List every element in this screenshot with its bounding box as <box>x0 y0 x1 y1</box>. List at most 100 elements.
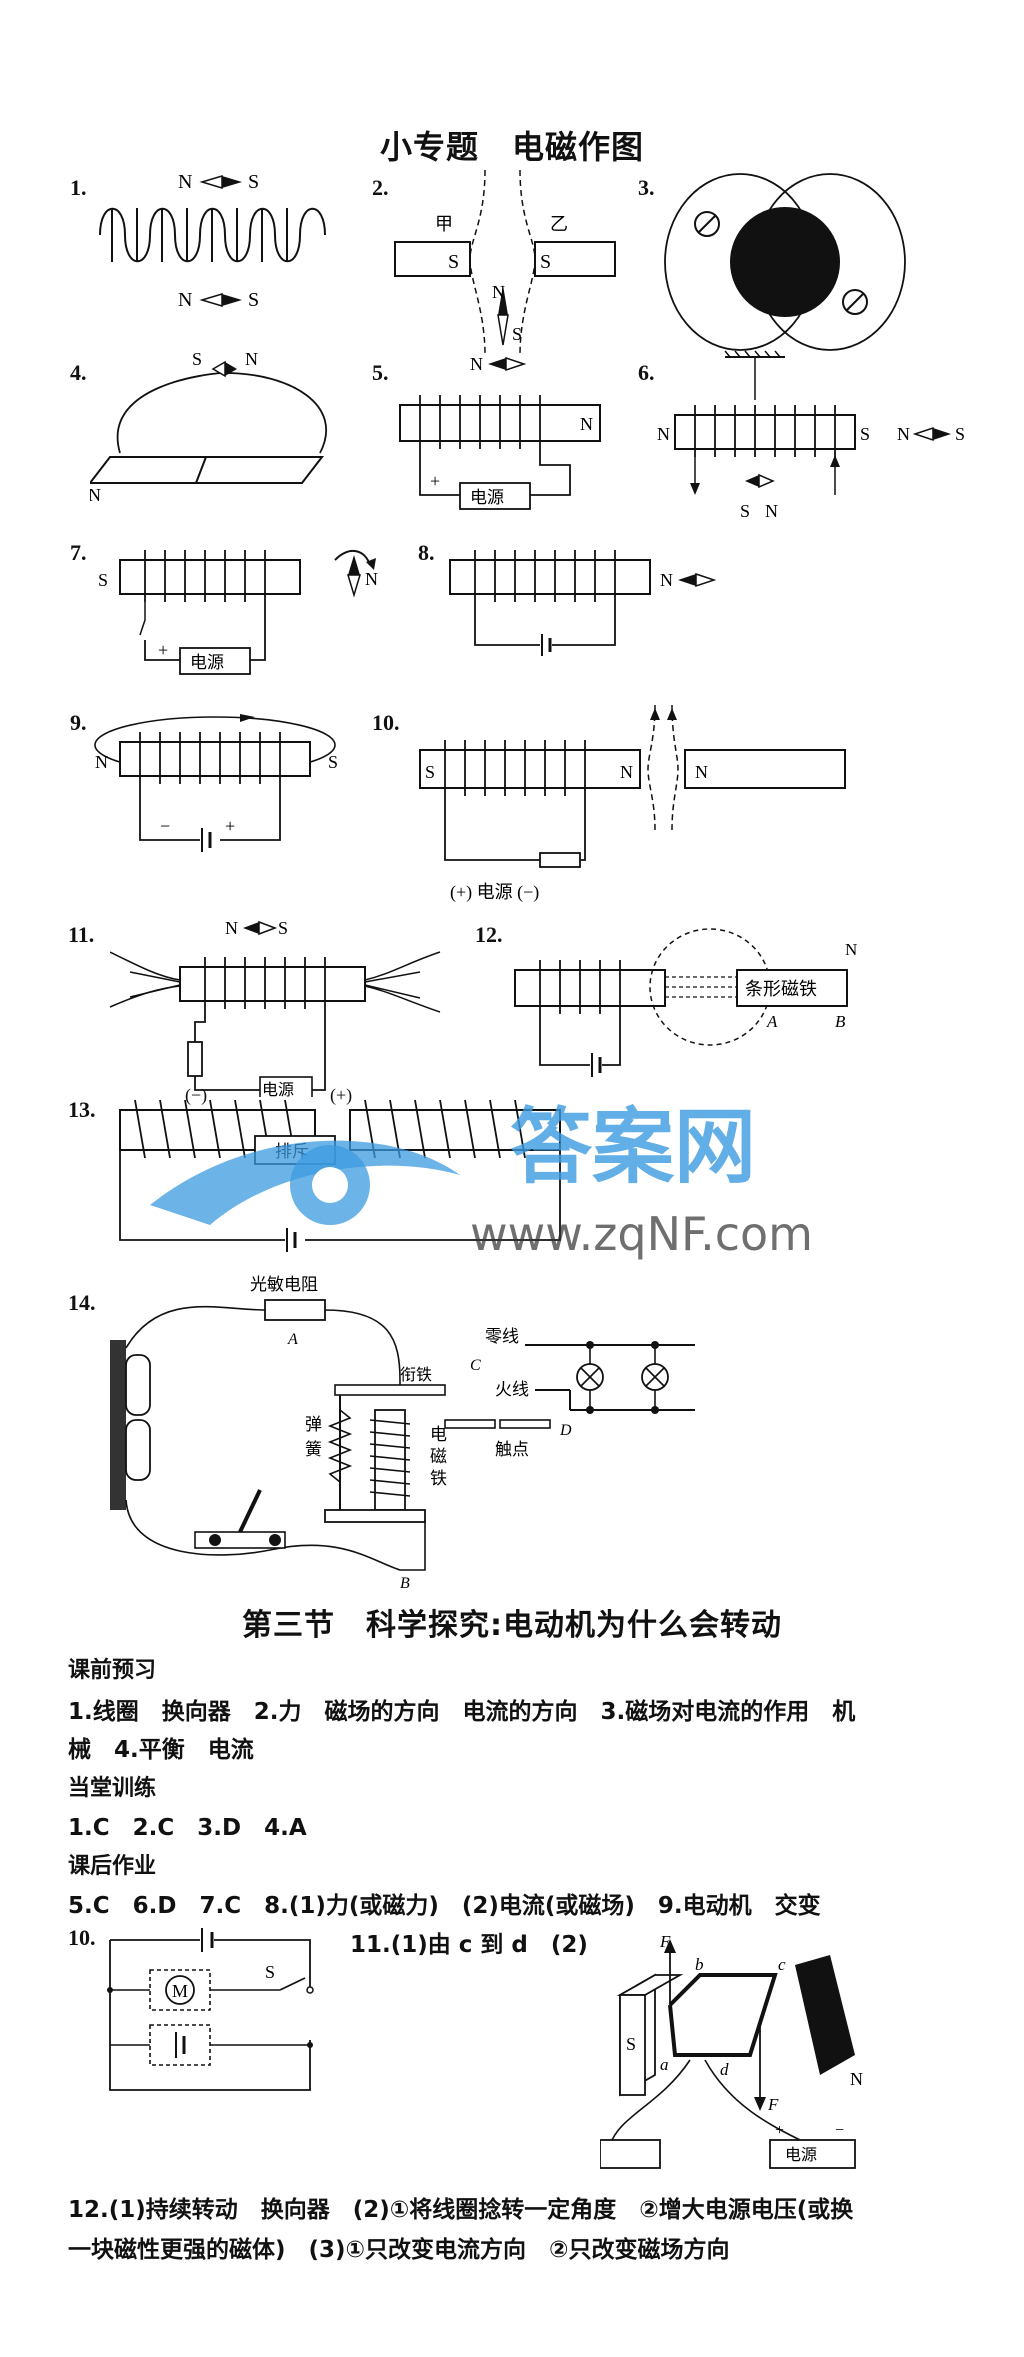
needle-s-label: S <box>512 324 522 344</box>
polarity-plus: + <box>430 471 440 491</box>
spring-label-char: 簧 <box>305 1440 322 1459</box>
figure-9-solenoid-loop: N S − + <box>94 714 338 852</box>
magnet-label-yi: 乙 <box>550 214 568 234</box>
figure-number: 8. <box>418 540 435 565</box>
electromagnet-label-char: 磁 <box>430 1447 447 1466</box>
figure-6-hanging-solenoid: N S N S S N <box>657 350 965 521</box>
needle-n-label: N <box>765 501 778 521</box>
pole-label: N <box>90 485 101 505</box>
force-label: F <box>767 2095 779 2114</box>
neutral-line-label: 零线 <box>485 1327 519 1346</box>
contact-label: 触点 <box>495 1440 529 1459</box>
needle-n-label: N <box>470 354 483 374</box>
figure-number: 1. <box>70 175 87 200</box>
photoresistor-label: 光敏电阻 <box>250 1275 318 1294</box>
figure-10-solenoid-magnet: S N N (+) 电源 (−) <box>419 704 846 903</box>
pole-label: S <box>98 570 108 590</box>
needle-s-label: S <box>740 501 750 521</box>
preview-answer-line: 械 4.平衡 电流 <box>68 1737 254 1763</box>
point-c-label: C <box>470 1357 481 1374</box>
figure-number: 11. <box>68 922 95 947</box>
polarity-plus: + <box>225 816 235 836</box>
figure-11-solenoid-field: N S 电源 <box>110 918 441 1097</box>
magnet-label-jia: 甲 <box>435 214 453 234</box>
pole-label: N <box>695 762 708 782</box>
pole-label: N <box>850 2069 863 2089</box>
power-source-label: 电源 <box>470 488 504 507</box>
q12-answer-line: 一块磁性更强的磁体) (3)①只改变电流方向 ②只改变磁场方向 <box>68 2237 730 2263</box>
pole-label: S <box>540 251 551 273</box>
needle-n-label: N <box>225 918 238 938</box>
needle-s-label: S <box>248 289 259 310</box>
figure-number: 13. <box>68 1097 96 1122</box>
point-b-label: B <box>400 1575 410 1590</box>
homework-answers: 5.C 6.D 7.C 8.(1)力(或磁力) (2)电流(或磁场) 9.电动机… <box>68 1893 821 1919</box>
point-b-label: b <box>695 1955 704 1974</box>
needle-s-label: S <box>248 171 259 193</box>
q10-motor-circuit: M S <box>107 1928 314 2091</box>
contact-icon <box>499 1419 551 1429</box>
figure-7-solenoid-switch: S N 电源 + <box>98 550 378 675</box>
q11-motor-diagram: S N F F b c a d 电源 + − <box>600 1935 863 2169</box>
armature-label: 衔铁 <box>400 1366 432 1384</box>
power-source-label: 电源 <box>190 653 224 672</box>
figure-number: 5. <box>372 360 389 385</box>
switch-icon <box>600 2139 661 2169</box>
battery-icon <box>110 1340 126 1510</box>
power-source-icon <box>769 2139 856 2169</box>
figure-number: 7. <box>70 540 87 565</box>
armature-icon <box>334 1384 446 1396</box>
figure-14-light-control-circuit: 光敏电阻 A 衔铁 弹 簧 电 磁 铁 B 零线 C 火线 触点 D <box>110 1275 695 1590</box>
figure-number: 3. <box>638 175 655 200</box>
figure-number: 14. <box>68 1290 96 1315</box>
figure-3-earth-field <box>664 173 906 351</box>
bar-magnet-label: 条形磁铁 <box>745 979 817 999</box>
point-a-label: a <box>660 2055 669 2074</box>
point-c-label: c <box>778 1955 786 1974</box>
polarity-minus: − <box>835 2122 844 2139</box>
homework-heading: 课后作业 <box>68 1854 157 1879</box>
electromagnet-label-char: 电 <box>430 1425 447 1444</box>
repel-label: 排斥 <box>275 1142 309 1161</box>
needle-n-label: N <box>660 570 673 590</box>
class-training-heading: 当堂训练 <box>68 1776 157 1801</box>
live-line-label: 火线 <box>495 1380 529 1399</box>
power-source-label: 电源 <box>785 2146 817 2164</box>
figure-number: 10. <box>372 710 400 735</box>
needle-n-label: N <box>178 171 192 193</box>
figure-4-bar-magnet: S N N <box>90 349 327 505</box>
switch-icon <box>279 1977 306 1991</box>
pole-label: S <box>626 2034 636 2054</box>
page-title: 小专题 电磁作图 <box>379 128 644 166</box>
q12-answer-line: 12.(1)持续转动 换向器 (2)①将线圈捻转一定角度 ②增大电源电压(或换 <box>68 2197 854 2223</box>
section-title: 第三节 科学探究:电动机为什么会转动 <box>242 1608 782 1643</box>
pole-label: S <box>860 424 870 444</box>
needle-s-label: S <box>278 918 288 938</box>
figure-8-solenoid-battery: N <box>449 550 717 656</box>
polarity-plus: + <box>158 640 168 660</box>
needle-n-label: N <box>897 424 910 444</box>
spring-icon <box>327 1409 353 1483</box>
point-a-label: A <box>766 1012 778 1031</box>
figure-number: 2. <box>372 175 389 200</box>
figure-number: 9. <box>70 710 87 735</box>
photoresistor-icon <box>264 1299 326 1321</box>
preview-answer-line: 1.线圈 换向器 2.力 磁场的方向 电流的方向 3.磁场对电流的作用 机 <box>68 1699 856 1725</box>
pole-label: N <box>657 424 670 444</box>
figure-number: 12. <box>475 922 503 947</box>
point-d-label: d <box>720 2060 729 2079</box>
polarity-plus: + <box>775 2122 784 2139</box>
electromagnet-label-char: 铁 <box>430 1469 447 1488</box>
question-number: 10. <box>68 1925 96 1950</box>
figure-number: 6. <box>638 360 655 385</box>
pole-label: N <box>580 414 593 434</box>
point-d-label: D <box>559 1422 572 1439</box>
force-label: F <box>659 1935 671 1951</box>
figure-13-repel-solenoids: 排斥 <box>119 1099 561 1252</box>
pole-label: S <box>328 752 338 772</box>
power-source-label: 电源 <box>262 1081 294 1097</box>
polarity-minus: (−) <box>185 1085 208 1105</box>
pole-label: N <box>620 762 633 782</box>
pole-label: S <box>425 762 435 782</box>
point-b-label: B <box>835 1012 846 1031</box>
